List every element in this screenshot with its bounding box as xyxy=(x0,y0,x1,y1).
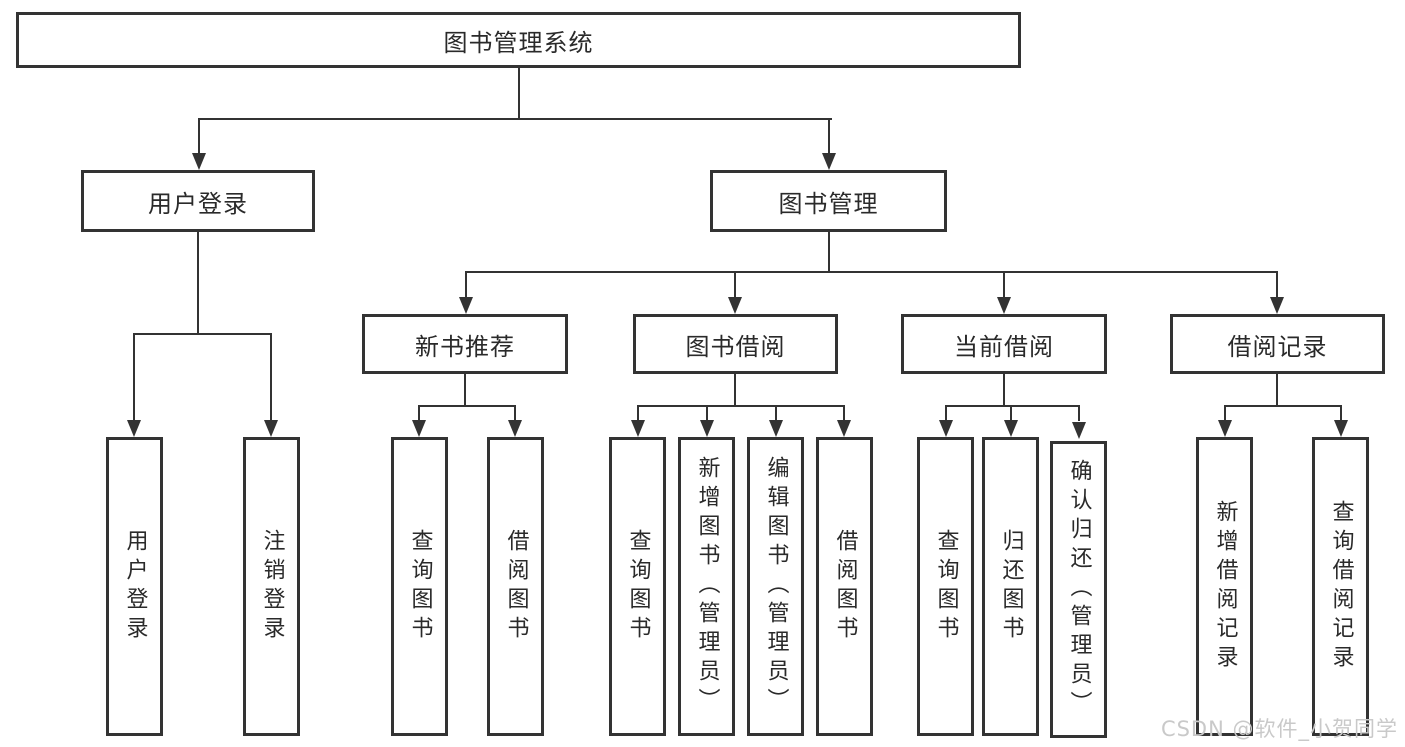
connector-line xyxy=(465,271,467,299)
leaf-label: 查询图书 xyxy=(625,528,651,645)
leaf-confirm-return-admin: 确认归还（管理员） xyxy=(1050,441,1107,738)
arrowhead-down xyxy=(1334,420,1348,437)
connector-line xyxy=(734,374,736,407)
arrowhead-down xyxy=(997,297,1011,314)
connector-line xyxy=(198,118,832,120)
node-label: 当前借阅 xyxy=(954,332,1054,361)
node-label: 图书管理系统 xyxy=(443,28,594,57)
arrowhead-down xyxy=(192,153,206,170)
node-label: 借阅记录 xyxy=(1227,332,1328,361)
connector-line xyxy=(198,118,200,154)
connector-line xyxy=(1276,271,1278,299)
node-label: 图书借阅 xyxy=(685,332,786,361)
leaf-add-borrow-record: 新增借阅记录 xyxy=(1196,437,1253,736)
csdn-watermark: CSDN @软件_小贺同学 xyxy=(1160,717,1398,741)
arrowhead-down xyxy=(837,420,851,437)
leaf-borrow-books-recommend: 借阅图书 xyxy=(487,437,544,736)
connector-line xyxy=(637,405,639,421)
node-user-login: 用户登录 xyxy=(81,170,315,232)
leaf-label: 确认归还（管理员） xyxy=(1066,459,1092,720)
leaf-label: 新增图书（管理员） xyxy=(694,456,720,717)
connector-line xyxy=(637,405,845,407)
leaf-label: 查询借阅记录 xyxy=(1328,499,1354,674)
node-borrow-records: 借阅记录 xyxy=(1170,314,1385,374)
arrowhead-down xyxy=(1218,420,1232,437)
connector-line xyxy=(1224,405,1342,407)
node-label: 新书推荐 xyxy=(415,332,515,361)
leaf-label: 查询图书 xyxy=(933,528,959,645)
connector-line xyxy=(418,405,420,421)
connector-line xyxy=(828,118,830,154)
connector-line xyxy=(775,405,777,421)
connector-line xyxy=(828,232,830,273)
connector-line xyxy=(1224,405,1226,421)
arrowhead-down xyxy=(1270,297,1284,314)
leaf-return-books: 归还图书 xyxy=(982,437,1039,736)
connector-line xyxy=(270,333,272,421)
connector-line xyxy=(133,333,272,335)
connector-line xyxy=(1276,374,1278,407)
leaf-query-books-current: 查询图书 xyxy=(917,437,974,736)
leaf-query-books-borrow: 查询图书 xyxy=(609,437,666,736)
node-book-management: 图书管理 xyxy=(710,170,947,232)
leaf-edit-books-admin: 编辑图书（管理员） xyxy=(747,437,804,736)
node-new-book-recommend: 新书推荐 xyxy=(362,314,568,374)
leaf-query-books-recommend: 查询图书 xyxy=(391,437,448,736)
connector-line xyxy=(133,333,135,421)
leaf-user-login: 用户登录 xyxy=(106,437,163,736)
connector-line xyxy=(418,405,516,407)
arrowhead-down xyxy=(127,420,141,437)
connector-line xyxy=(197,232,199,335)
connector-line xyxy=(945,405,947,421)
arrowhead-down xyxy=(700,420,714,437)
leaf-label: 查询图书 xyxy=(407,528,433,645)
arrowhead-down xyxy=(1072,422,1086,439)
node-book-borrow: 图书借阅 xyxy=(633,314,838,374)
connector-line xyxy=(1003,374,1005,407)
leaf-label: 用户登录 xyxy=(122,528,148,645)
connector-line xyxy=(1078,405,1080,421)
leaf-logout-login: 注销登录 xyxy=(243,437,300,736)
connector-line xyxy=(945,405,1080,407)
connector-line xyxy=(734,271,736,299)
leaf-label: 编辑图书（管理员） xyxy=(763,456,789,717)
arrowhead-down xyxy=(264,420,278,437)
node-label: 图书管理 xyxy=(778,189,879,218)
connector-line xyxy=(518,68,520,119)
arrowhead-down xyxy=(769,420,783,437)
node-current-borrow: 当前借阅 xyxy=(901,314,1107,374)
connector-line xyxy=(843,405,845,421)
leaf-label: 借阅图书 xyxy=(503,528,529,645)
arrowhead-down xyxy=(508,420,522,437)
connector-line xyxy=(706,405,708,421)
node-root: 图书管理系统 xyxy=(16,12,1021,68)
arrowhead-down xyxy=(1004,420,1018,437)
leaf-label: 归还图书 xyxy=(998,528,1024,645)
node-label: 用户登录 xyxy=(148,189,248,218)
connector-line xyxy=(1003,271,1005,299)
arrowhead-down xyxy=(822,153,836,170)
leaf-label: 借阅图书 xyxy=(832,528,858,645)
connector-line xyxy=(465,271,1278,273)
connector-line xyxy=(1340,405,1342,421)
arrowhead-down xyxy=(412,420,426,437)
arrowhead-down xyxy=(631,420,645,437)
leaf-borrow-books: 借阅图书 xyxy=(816,437,873,736)
connector-line xyxy=(464,374,466,407)
arrowhead-down xyxy=(459,297,473,314)
leaf-query-borrow-record: 查询借阅记录 xyxy=(1312,437,1369,736)
leaf-label: 新增借阅记录 xyxy=(1212,499,1238,674)
connector-line xyxy=(1010,405,1012,421)
arrowhead-down xyxy=(939,420,953,437)
connector-line xyxy=(514,405,516,421)
leaf-add-books-admin: 新增图书（管理员） xyxy=(678,437,735,736)
leaf-label: 注销登录 xyxy=(259,528,285,645)
arrowhead-down xyxy=(728,297,742,314)
